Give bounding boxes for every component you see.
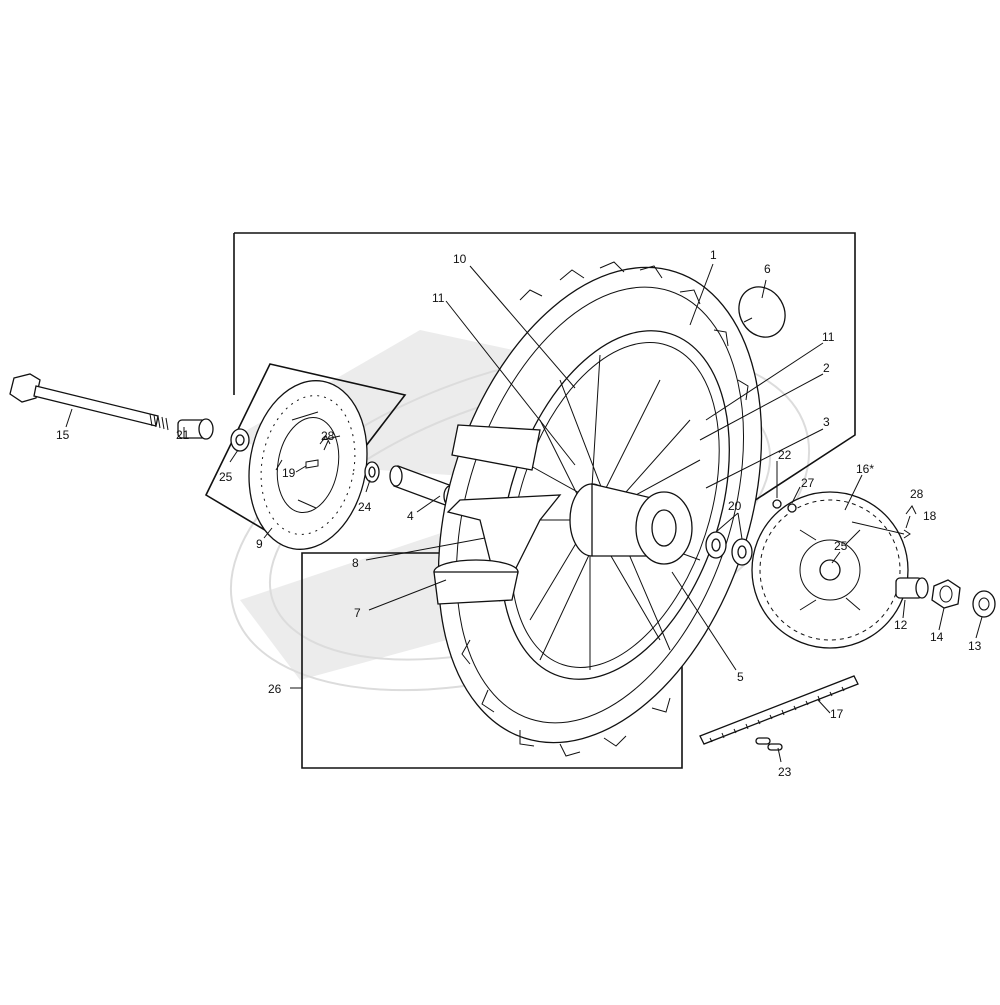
label-1: 1 bbox=[710, 248, 717, 262]
label-11-right: 11 bbox=[822, 330, 835, 344]
leader-lines bbox=[65, 263, 983, 763]
label-21: 21 bbox=[176, 428, 190, 442]
cap-13 bbox=[972, 590, 996, 618]
spacer-12 bbox=[895, 577, 929, 599]
label-25-right: 25 bbox=[834, 539, 848, 553]
label-17: 17 bbox=[830, 707, 844, 721]
label-14: 14 bbox=[930, 630, 944, 644]
clip-28-right bbox=[905, 505, 917, 515]
label-4: 4 bbox=[407, 509, 414, 523]
label-11-left: 11 bbox=[432, 291, 445, 305]
label-8: 8 bbox=[352, 556, 359, 570]
brake-disc-box bbox=[204, 363, 407, 547]
label-6: 6 bbox=[764, 262, 771, 276]
label-28-left: 28 bbox=[321, 429, 335, 443]
seal-24 bbox=[364, 461, 380, 483]
label-15: 15 bbox=[56, 428, 70, 442]
callout-labels: 1 2 3 4 5 6 7 8 9 10 11 11 12 13 14 15 1… bbox=[56, 248, 982, 779]
axle-15 bbox=[9, 373, 169, 431]
label-24: 24 bbox=[358, 500, 372, 514]
label-18: 18 bbox=[923, 509, 937, 523]
hub-5 bbox=[569, 483, 693, 565]
label-3: 3 bbox=[823, 415, 830, 429]
label-28-right: 28 bbox=[910, 487, 924, 501]
valve-cap-6 bbox=[738, 286, 786, 338]
label-23: 23 bbox=[778, 765, 792, 779]
inner-tube-7 bbox=[433, 424, 541, 605]
clip-28-left bbox=[319, 435, 331, 445]
label-10: 10 bbox=[453, 252, 467, 266]
label-9: 9 bbox=[256, 537, 263, 551]
label-12: 12 bbox=[894, 618, 908, 632]
master-link-23 bbox=[755, 737, 783, 751]
sprocket-16 bbox=[751, 491, 909, 649]
chain-17 bbox=[699, 675, 859, 745]
label-27: 27 bbox=[801, 476, 815, 490]
washer-27 bbox=[787, 503, 797, 513]
label-16: 16* bbox=[856, 462, 874, 476]
label-26: 26 bbox=[268, 682, 282, 696]
label-25-left: 25 bbox=[219, 470, 233, 484]
nut-22 bbox=[772, 499, 782, 509]
label-2: 2 bbox=[823, 361, 830, 375]
brake-disc-9 bbox=[248, 380, 368, 550]
spacer-21 bbox=[177, 418, 214, 440]
label-5: 5 bbox=[737, 670, 744, 684]
label-13: 13 bbox=[968, 639, 982, 653]
label-19: 19 bbox=[282, 466, 296, 480]
label-22: 22 bbox=[778, 448, 792, 462]
label-20: 20 bbox=[728, 499, 742, 513]
nut-14 bbox=[931, 579, 961, 609]
spacer-25-left bbox=[230, 428, 250, 452]
bolt-18 bbox=[851, 521, 911, 539]
label-7: 7 bbox=[354, 606, 361, 620]
